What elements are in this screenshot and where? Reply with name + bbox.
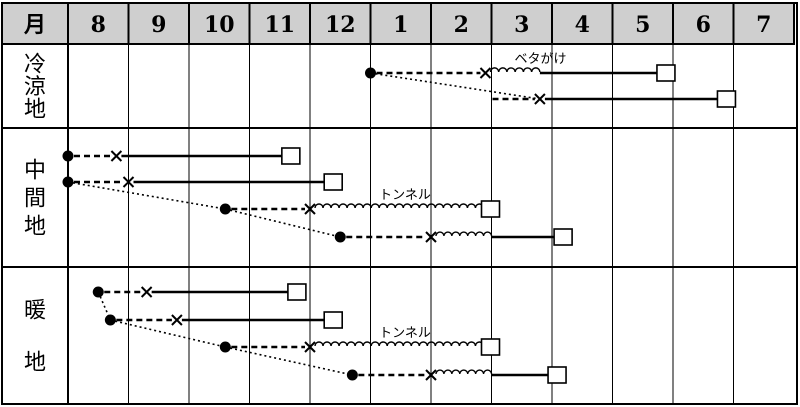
month-tick-label: 2 <box>454 12 469 38</box>
month-tick-label: 8 <box>91 12 106 38</box>
harvest-box <box>656 64 676 82</box>
region-label-char: 涼 <box>24 75 46 100</box>
sowing-link-line <box>225 346 353 376</box>
month-header-cell <box>67 2 130 45</box>
sowing-link-line <box>67 181 226 210</box>
harvest-box <box>480 338 501 356</box>
month-tick-label: 12 <box>325 12 356 38</box>
harvest-box <box>323 173 344 191</box>
month-tick-label: 5 <box>635 12 650 38</box>
header-month-label: 月 <box>23 12 46 38</box>
cover-annotation: トンネル <box>379 326 431 341</box>
harvest-box <box>480 200 501 218</box>
harvest-box <box>547 366 567 384</box>
transplant-mark <box>122 176 135 188</box>
region-label-char: 地 <box>24 215 46 240</box>
month-tick-label: 4 <box>575 12 590 38</box>
region-label-char: 暖 <box>24 299 46 324</box>
harvest-box <box>716 90 737 108</box>
month-header-cell <box>672 2 735 45</box>
region-label-char: 中 <box>24 159 46 184</box>
harvest-box <box>287 283 307 301</box>
sowing-link-line <box>225 208 341 238</box>
transplant-mark <box>534 93 546 105</box>
month-tick-label: 11 <box>264 12 295 38</box>
transplant-mark <box>140 286 153 298</box>
region-label-char: 地 <box>24 98 46 123</box>
cover-arcs <box>435 369 493 375</box>
sowing-link-line <box>97 291 112 321</box>
cover-annotation: トンネル <box>379 188 431 203</box>
region-label-char: 地 <box>24 351 46 376</box>
month-header-cell <box>732 2 795 45</box>
cover-arcs <box>489 67 541 73</box>
month-tick-label: 3 <box>514 12 529 38</box>
month-tick-label: 6 <box>696 12 711 38</box>
harvest-box <box>281 147 301 165</box>
month-tick-label: 7 <box>756 12 771 38</box>
month-header-cell <box>369 2 432 45</box>
month-tick-label: 1 <box>393 12 408 38</box>
month-header-cell <box>551 2 614 45</box>
transplant-mark <box>304 341 316 353</box>
month-tick-label: 9 <box>151 12 166 38</box>
region-label-char: 間 <box>24 187 46 212</box>
month-tick-label: 10 <box>204 12 235 38</box>
cover-arcs <box>314 203 493 209</box>
transplant-mark <box>110 150 123 162</box>
sowing-link-line <box>110 319 226 348</box>
harvest-box <box>553 228 573 246</box>
harvest-box <box>323 311 344 329</box>
cover-annotation: ベタがけ <box>514 52 566 67</box>
transplant-mark <box>171 314 183 326</box>
sowing-dot <box>334 231 346 243</box>
month-header-cell <box>430 2 493 45</box>
sowing-link-line <box>370 72 541 100</box>
transplant-mark <box>304 203 316 215</box>
transplant-mark <box>425 369 437 381</box>
month-header-cell <box>490 2 553 45</box>
cover-arcs <box>435 231 493 237</box>
transplant-mark <box>425 231 437 243</box>
cover-arcs <box>314 341 493 347</box>
transplant-mark <box>479 67 492 79</box>
month-header-cell <box>309 2 372 45</box>
region-label-char: 冷 <box>24 52 46 77</box>
